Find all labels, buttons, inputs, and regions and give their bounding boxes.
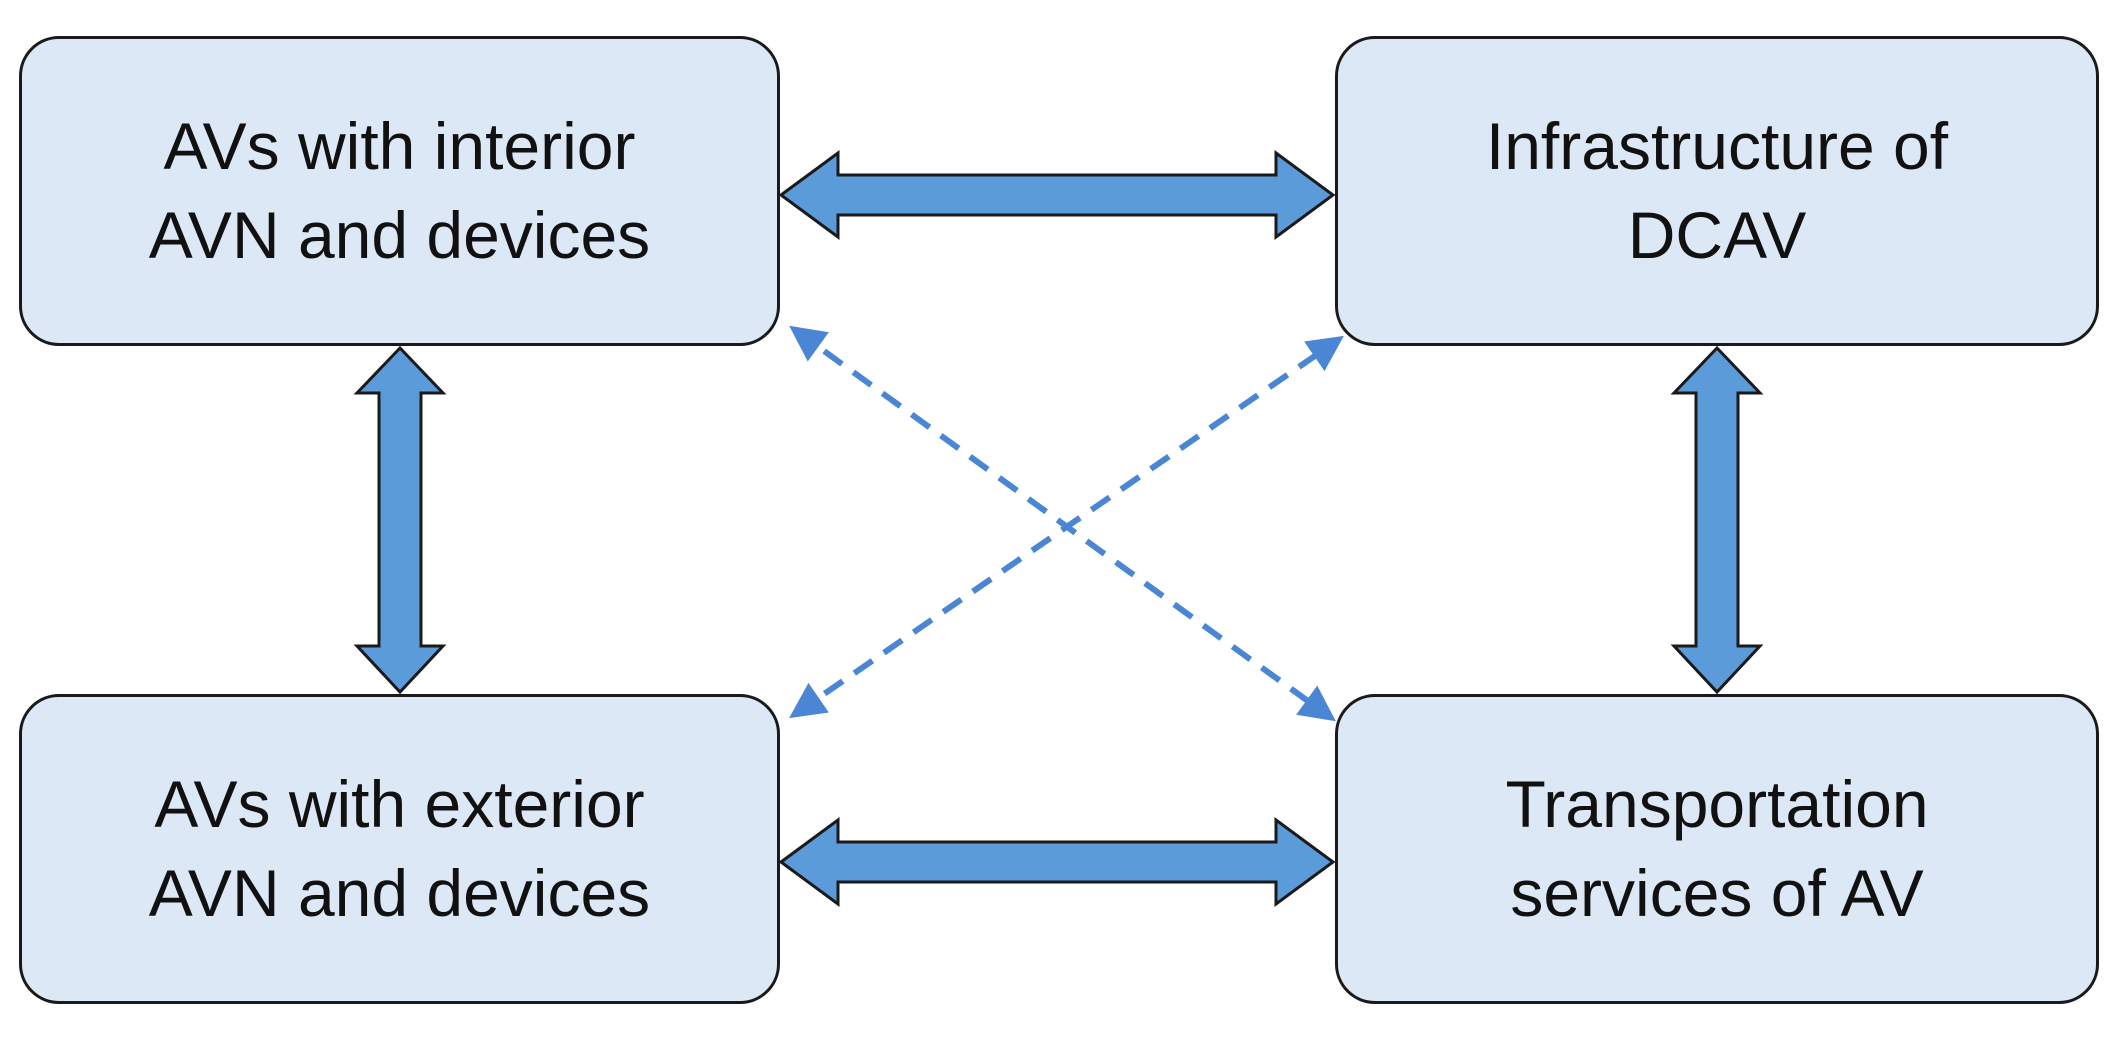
node-interior-avs-label: AVs with interior AVN and devices [149, 102, 650, 280]
arrow-interior-infrastructure [778, 150, 1336, 240]
node-transportation-services-line1: Transportation [1505, 766, 1929, 841]
node-exterior-avs-label: AVs with exterior AVN and devices [149, 760, 650, 938]
node-exterior-avs-line2: AVN and devices [148, 856, 651, 930]
node-infrastructure-line2: DCAV [1627, 198, 1807, 272]
arrow-exterior-transportation [778, 817, 1336, 907]
node-transportation-services: Transportation services of AV [1335, 694, 2099, 1004]
node-interior-avs-line1: AVs with interior [163, 108, 636, 183]
node-infrastructure-line1: Infrastructure of [1485, 108, 1949, 183]
node-infrastructure: Infrastructure of DCAV [1335, 36, 2099, 346]
dashed-arrow-exterior-infrastructure [789, 335, 1344, 719]
node-transportation-services-label: Transportation services of AV [1505, 760, 1928, 938]
node-exterior-avs: AVs with exterior AVN and devices [19, 694, 780, 1004]
node-infrastructure-label: Infrastructure of DCAV [1486, 102, 1948, 280]
node-interior-avs: AVs with interior AVN and devices [19, 36, 780, 346]
node-exterior-avs-line1: AVs with exterior [154, 766, 645, 841]
arrow-infrastructure-transportation [1670, 345, 1764, 695]
arrow-interior-exterior [353, 345, 447, 695]
dashed-arrow-interior-transportation [789, 325, 1336, 722]
node-interior-avs-line2: AVN and devices [148, 198, 651, 272]
node-transportation-services-line2: services of AV [1510, 856, 1924, 930]
